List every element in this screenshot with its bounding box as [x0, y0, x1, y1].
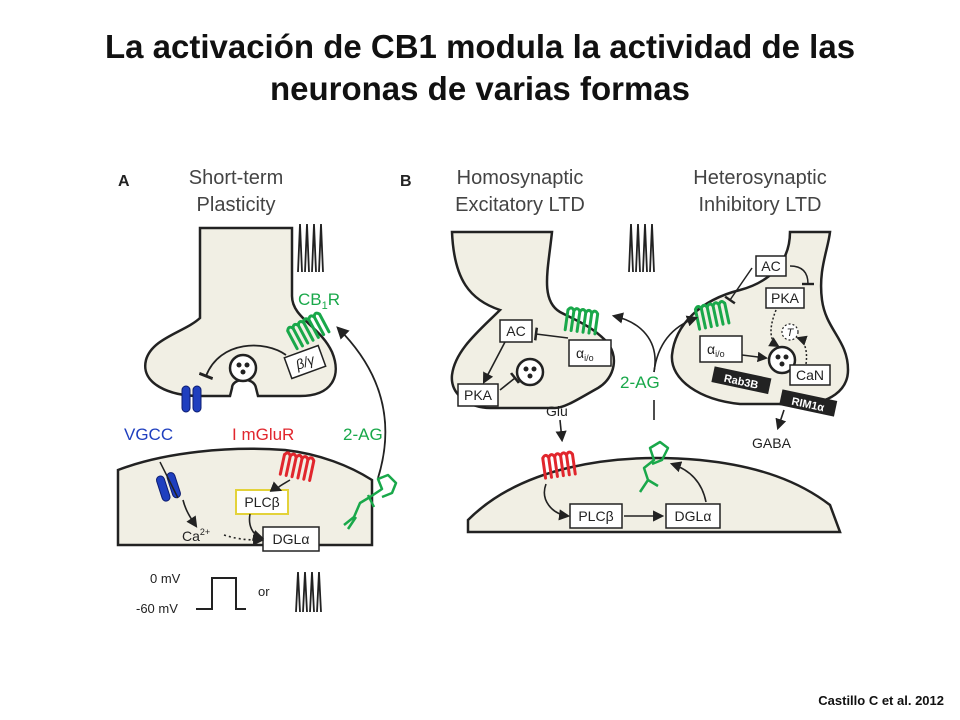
mglur-to-plcb-arrow-a: [269, 479, 291, 492]
mglur-receptor-b: [541, 450, 577, 480]
t-label: T: [787, 327, 795, 339]
plcb-box-b: [569, 503, 623, 529]
glu-arrow: [555, 419, 567, 443]
panel-b-letter: B: [400, 173, 412, 190]
ac-box-inhibitory: [755, 255, 787, 277]
pka-label-inhibitory: PKA: [771, 290, 800, 306]
alpha-label-excitatory: αi/o: [576, 345, 594, 363]
heterosynaptic-heading-line-1: Heterosynaptic: [693, 167, 826, 189]
vgcc-channel-presynaptic: [181, 385, 202, 413]
dgla-to-two-ag-arrow: [669, 461, 707, 503]
ac-label-inhibitory: AC: [761, 258, 780, 274]
vesicle-a: [228, 353, 258, 383]
panel-a-heading-line-2: Plasticity: [197, 194, 276, 216]
cb1r-receptor-excitatory: [563, 306, 600, 336]
voltage-0mv-label: 0 mV: [150, 571, 181, 586]
gaba-arrow: [775, 409, 787, 431]
mglur-receptor-a: [278, 451, 316, 482]
mglur-to-plcb-arrow-b: [543, 483, 571, 521]
alpha-to-vesicle-arrow: [741, 351, 769, 363]
cb1r-receptor-a: [286, 311, 331, 351]
panel-a-heading-line-1: Short-term: [189, 167, 283, 189]
mglur-label: I mGluR: [232, 425, 294, 444]
vesicle-b-excitatory: [515, 357, 545, 387]
alpha-box-excitatory: [568, 339, 612, 367]
plcb-label-b: PLCβ: [578, 508, 613, 524]
homosynaptic-heading-line-2: Excitatory LTD: [455, 194, 585, 216]
two-ag-molecule-b: [638, 440, 670, 493]
t-circle: [781, 323, 799, 341]
two-ag-arrow-to-excitatory: [611, 312, 656, 373]
alpha-inhibits-ac-excitatory: [533, 327, 569, 341]
two-ag-arrow-a: [336, 326, 387, 479]
can-label: CaN: [796, 367, 824, 383]
spike-train-homosynaptic: [628, 223, 655, 273]
heterosynaptic-heading-line-2: Inhibitory LTD: [698, 194, 821, 216]
vgcc-label: VGCC: [124, 425, 173, 444]
voltage-step-trace: [196, 577, 246, 610]
can-box: [789, 364, 831, 386]
pka-to-t-arrow: [768, 309, 780, 348]
vgcc-pointer: [159, 461, 179, 499]
calcium-label: Ca2+: [182, 527, 210, 544]
voltage-minus60mv-label: -60 mV: [136, 601, 178, 616]
gaba-label: GABA: [752, 435, 792, 451]
beta-gamma-label: β/γ: [292, 351, 317, 373]
glu-label: Glu: [546, 403, 568, 419]
inhibition-line-a: [198, 344, 287, 380]
homosynaptic-heading-line-1: Homosynaptic: [457, 167, 584, 189]
ac-label-excitatory: AC: [506, 323, 525, 339]
spike-train-a-top: [297, 223, 324, 273]
alpha-inhibits-ac-inhibitory: [724, 267, 753, 305]
ac-to-pka-excitatory: [482, 341, 506, 384]
plcb-label-a: PLCβ: [244, 494, 279, 510]
pka-box-excitatory: [457, 383, 499, 407]
plcb-box-a: [235, 489, 289, 515]
ca-to-dgla-arrow: [223, 534, 265, 546]
panel-b: B Homosynaptic Excitatory LTD Heterosyna…: [400, 167, 850, 534]
pka-label-excitatory: PKA: [464, 387, 493, 403]
dgla-label-a: DGLα: [273, 531, 310, 547]
ac-to-pka-inhibitory: [789, 265, 815, 286]
alpha-box-inhibitory: [699, 335, 743, 363]
two-ag-arrow-to-inhibitory: [653, 315, 699, 373]
panel-a: A Short-term Plasticity β/γ CB1R: [116, 167, 398, 616]
dgla-box-b: [665, 503, 721, 529]
vgcc-to-ca-arrow: [182, 499, 198, 528]
ac-box-excitatory: [499, 319, 533, 343]
spike-train-a-bottom: [295, 571, 322, 613]
dgla-label-b: DGLα: [675, 508, 712, 524]
alpha-label-inhibitory: αi/o: [707, 341, 725, 359]
cb1r-label: CB1R: [298, 290, 340, 312]
citation: Castillo C et al. 2012: [818, 693, 944, 708]
postsynaptic-cell-b: [466, 456, 842, 534]
two-ag-label-b: 2-AG: [620, 373, 660, 392]
slide-title-line-1: La activación de CB1 modula la actividad…: [104, 28, 856, 65]
two-ag-molecule-a: [343, 473, 398, 530]
panel-a-letter: A: [118, 173, 130, 190]
pka-inhibits-release: [499, 372, 520, 391]
two-ag-label-a: 2-AG: [343, 425, 383, 444]
vesicle-b-inhibitory: [767, 345, 797, 375]
slide-title: La activación de CB1 modula la actividad…: [0, 26, 960, 110]
or-label: or: [258, 584, 270, 599]
slide-title-line-2: neuronas de varias formas: [269, 70, 690, 107]
pka-box-inhibitory: [765, 287, 805, 309]
vgcc-channel-postsynaptic: [155, 472, 181, 502]
can-to-t-arrow: [796, 335, 808, 365]
